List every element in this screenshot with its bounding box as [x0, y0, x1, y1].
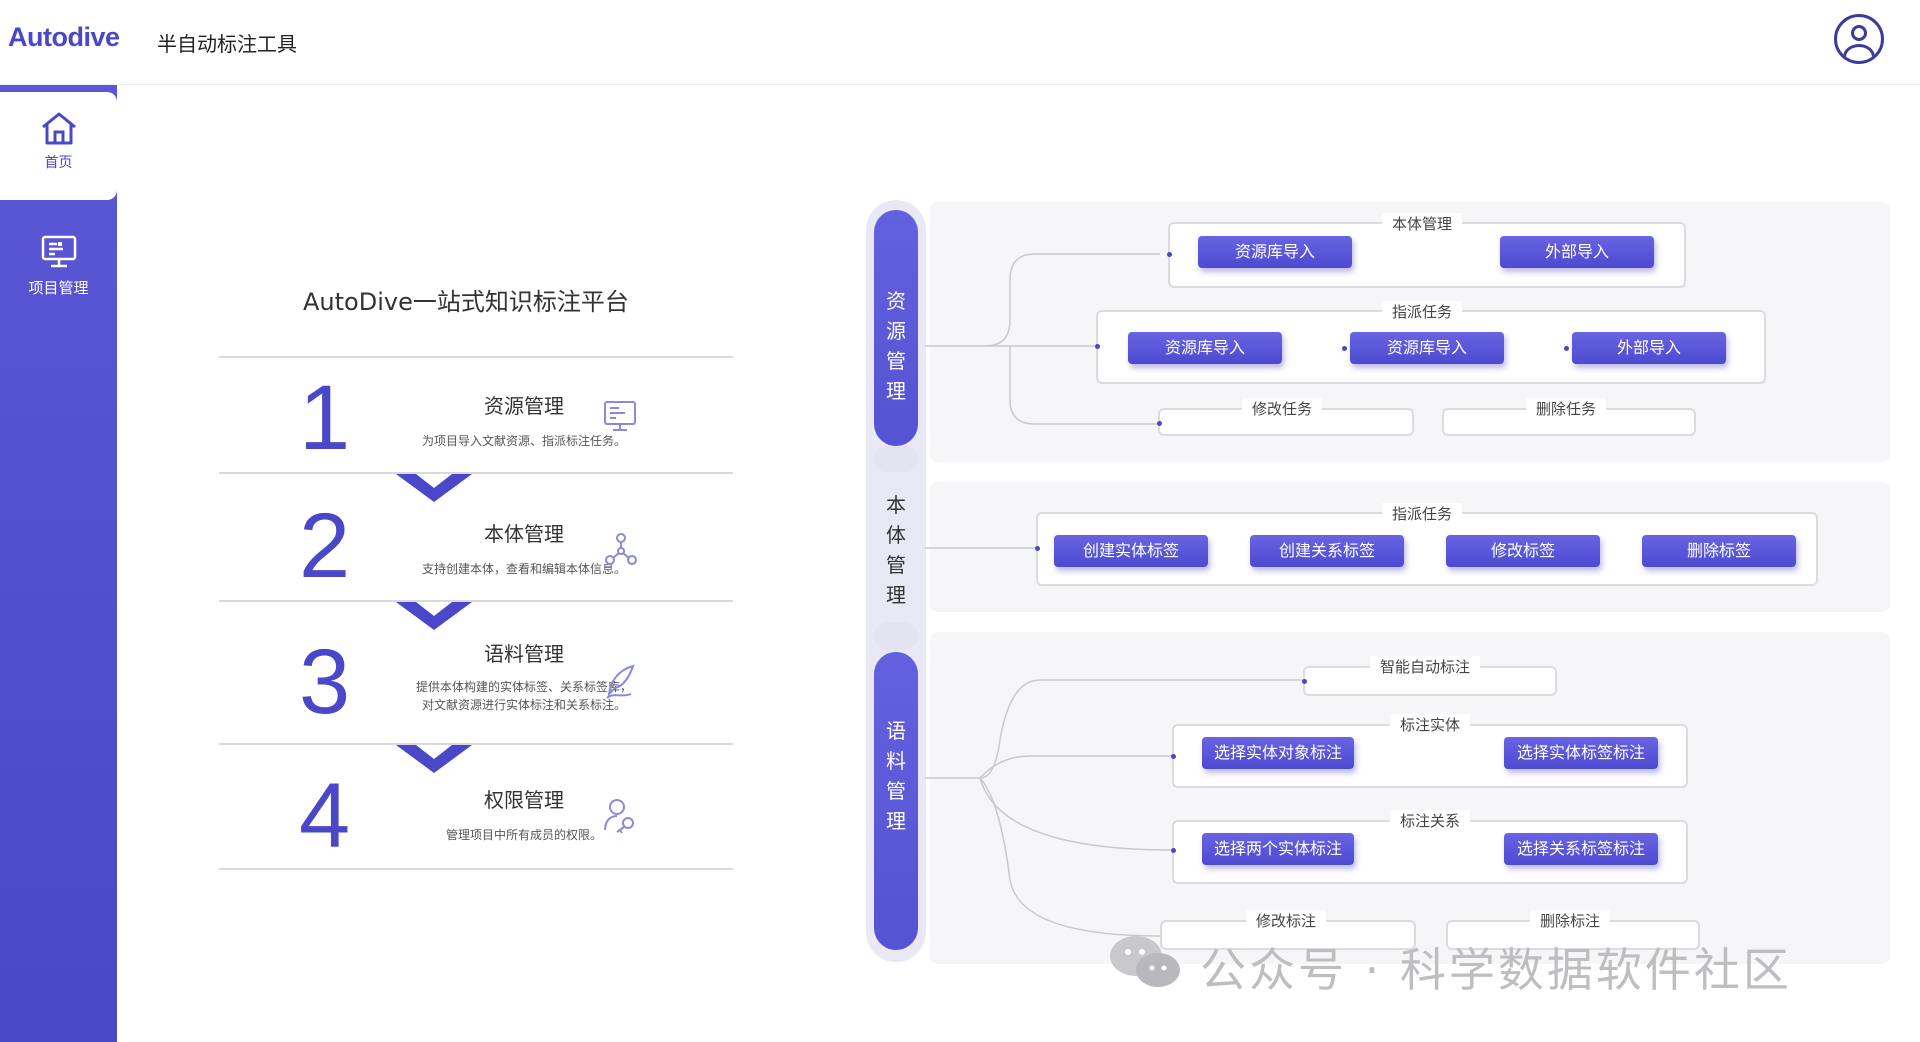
column-char: 资 [886, 289, 906, 313]
group-label: 本体管理 [1382, 213, 1463, 234]
divider [219, 356, 733, 358]
divider [219, 868, 733, 870]
column-char: 理 [886, 583, 906, 607]
sidebar-item-projects[interactable]: 项目管理 [0, 235, 117, 315]
column-char: 理 [886, 809, 906, 833]
resource-import-button[interactable]: 资源库导入 [1198, 236, 1352, 268]
step-number: 3 [299, 631, 351, 733]
divider [219, 743, 733, 745]
column-char: 理 [886, 379, 906, 403]
sidebar-item-label: 首页 [44, 155, 73, 171]
group-label: 标注实体 [1390, 714, 1471, 735]
platform-title: AutoDive一站式知识标注平台 [303, 288, 629, 316]
home-icon [41, 112, 76, 145]
connector-dot [1302, 679, 1307, 684]
delete-label-button[interactable]: 删除标签 [1642, 535, 1796, 567]
connector-dot [1564, 346, 1569, 351]
connector-dot [1171, 754, 1176, 759]
step-desc-line: 对文献资源进行实体标注和关系标注。 [421, 698, 626, 712]
column-char: 管 [886, 779, 906, 803]
step-number: 2 [299, 495, 351, 597]
step-desc: 为项目导入文献资源、指派标注任务。 [421, 434, 626, 448]
step-desc: 支持创建本体，查看和编辑本体信息。 [421, 562, 626, 576]
logo[interactable]: Autodive [8, 22, 120, 52]
step-title: 本体管理 [484, 522, 564, 546]
sidebar-item-home[interactable]: 首页 [0, 92, 117, 200]
step-desc: 提供本体构建的实体标签、关系标签库， 对文献资源进行实体标注和关系标注。 [369, 678, 679, 714]
connector-dot [1171, 848, 1176, 853]
network-nodes-icon [605, 533, 637, 565]
column-char: 管 [886, 349, 906, 373]
column-connector [874, 622, 918, 650]
column-char: 体 [886, 523, 906, 547]
step-resource-management: 1 资源管理 为项目导入文献资源、指派标注任务。 [219, 372, 733, 472]
modify-task-label: 修改任务 [1242, 398, 1323, 419]
select-entity-label-button[interactable]: 选择实体标签标注 [1504, 737, 1658, 769]
column-char: 料 [886, 749, 906, 773]
column-connector [874, 446, 918, 472]
connector-dot [1035, 546, 1040, 551]
auto-annotation-label: 智能自动标注 [1370, 656, 1481, 677]
column-char: 管 [886, 553, 906, 577]
step-number: 4 [299, 765, 351, 867]
sidebar-item-label: 项目管理 [28, 279, 89, 297]
wechat-icon [1110, 936, 1180, 987]
user-avatar-icon[interactable] [1834, 14, 1884, 64]
delete-task-label: 删除任务 [1526, 398, 1607, 419]
watermark-text: 公众号 · 科学数据软件社区 [1200, 943, 1792, 997]
sidebar: 首页 项目管理 [0, 85, 117, 1042]
connector-dot [1095, 344, 1100, 349]
divider [219, 472, 733, 474]
modify-label-button[interactable]: 修改标签 [1446, 535, 1600, 567]
column-char: 源 [886, 319, 906, 343]
user-key-icon [604, 799, 634, 834]
divider [219, 600, 733, 602]
assign-resource-import-button-2[interactable]: 资源库导入 [1350, 332, 1504, 364]
group-label: 指派任务 [1382, 301, 1463, 322]
connector-dot [1167, 252, 1172, 257]
step-ontology-management: 2 本体管理 支持创建本体，查看和编辑本体信息。 [219, 500, 733, 600]
column-char: 本 [886, 493, 906, 517]
step-corpus-management: 3 语料管理 提供本体构建的实体标签、关系标签库， 对文献资源进行实体标注和关系标… [219, 628, 733, 743]
step-permission-management: 4 权限管理 管理项目中所有成员的权限。 [219, 770, 733, 868]
select-relation-label-button[interactable]: 选择关系标签标注 [1504, 833, 1658, 865]
assign-resource-import-button[interactable]: 资源库导入 [1128, 332, 1282, 364]
flow-column-resource[interactable]: 资 源 管 理 [874, 210, 918, 446]
create-relation-label-button[interactable]: 创建关系标签 [1250, 535, 1404, 567]
app-title: 半自动标注工具 [157, 32, 297, 56]
top-bar: Autodive 半自动标注工具 [0, 0, 1920, 85]
connector-dot [1342, 346, 1347, 351]
group-label: 标注关系 [1390, 810, 1471, 831]
assign-external-import-button[interactable]: 外部导入 [1572, 332, 1726, 364]
select-two-entities-button[interactable]: 选择两个实体标注 [1202, 833, 1354, 865]
column-char: 语 [886, 719, 906, 743]
step-desc-line: 提供本体构建的实体标签、关系标签库， [415, 680, 632, 694]
external-import-button[interactable]: 外部导入 [1500, 236, 1654, 268]
create-entity-label-button[interactable]: 创建实体标签 [1054, 535, 1208, 567]
flow-column-corpus[interactable]: 语 料 管 理 [874, 652, 918, 950]
step-number: 1 [299, 367, 351, 469]
step-desc: 管理项目中所有成员的权限。 [445, 828, 602, 842]
connector-dot [1157, 421, 1162, 426]
group-label: 指派任务 [1382, 503, 1463, 524]
step-title: 资源管理 [484, 394, 564, 418]
step-title: 权限管理 [484, 788, 564, 812]
flow-column-ontology[interactable]: 本 体 管 理 [874, 490, 918, 620]
project-monitor-icon [41, 235, 76, 268]
step-title: 语料管理 [484, 642, 564, 666]
modify-annotation-label: 修改标注 [1246, 910, 1327, 931]
delete-annotation-label: 删除标注 [1530, 910, 1611, 931]
quill-pen-icon [606, 664, 635, 699]
select-entity-object-button[interactable]: 选择实体对象标注 [1202, 737, 1354, 769]
monitor-icon [604, 401, 636, 431]
